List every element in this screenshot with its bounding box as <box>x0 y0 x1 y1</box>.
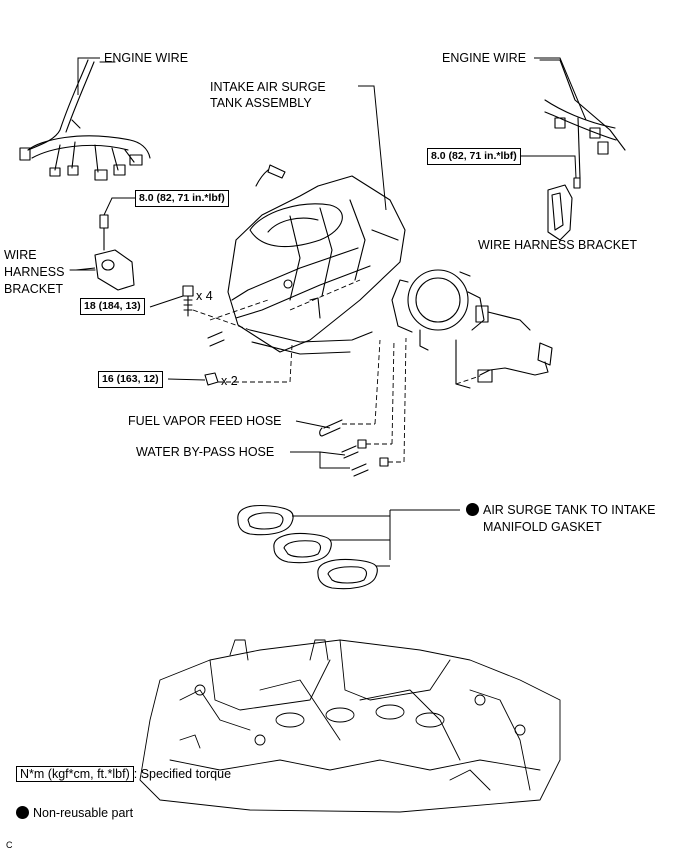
engine-wire-right-label: ENGINE WIRE <box>442 51 527 65</box>
engine-wire-right-part <box>539 59 626 179</box>
torque-box-nuts: 16 (163, 12) <box>98 371 163 388</box>
torque-legend: N*m (kgf*cm, ft.*lbf): Specified torque <box>16 766 232 782</box>
right-bracket-part <box>547 177 581 241</box>
torque-legend-desc: : Specified torque <box>133 767 232 781</box>
engine-wire-left-part <box>19 59 151 181</box>
gasket-1 <box>237 504 294 536</box>
nonreusable-legend: Non-reusable part <box>16 806 133 821</box>
torque-box-bolts: 18 (184, 13) <box>80 298 145 315</box>
intake-assembly-label-line1: INTAKE AIR SURGE <box>210 80 326 94</box>
pipe-left <box>207 331 225 347</box>
fuel-hose-part <box>319 419 343 437</box>
bolt-x4 <box>182 285 194 317</box>
nut-x2 <box>204 372 219 386</box>
sensor-wire-part <box>455 339 553 389</box>
gasket-label-line2: MANIFOLD GASKET <box>483 520 602 534</box>
left-bracket-part <box>69 214 135 291</box>
water-hose-a <box>341 445 359 459</box>
engine-wire-left-label: ENGINE WIRE <box>104 51 189 65</box>
intake-assembly-label-line2: TANK ASSEMBLY <box>210 96 312 110</box>
torque-box-right-bracket: 8.0 (82, 71 in.*lbf) <box>427 148 521 165</box>
torque-box-left-bracket: 8.0 (82, 71 in.*lbf) <box>135 190 229 207</box>
wire-harness-bracket-left-label-2: HARNESS <box>4 265 65 279</box>
torque-legend-unit: N*m (kgf*cm, ft.*lbf) <box>16 766 134 782</box>
engine-block-part <box>139 639 561 813</box>
water-bypass-hose-label: WATER BY-PASS HOSE <box>136 445 275 459</box>
gasket-label-text-1: AIR SURGE TANK TO INTAKE <box>483 503 656 517</box>
wire-harness-bracket-left-label-3: BRACKET <box>4 282 64 296</box>
gasket-3 <box>317 558 378 590</box>
wire-harness-bracket-left-label-1: WIRE <box>4 248 37 262</box>
nonreusable-dot-icon <box>466 503 479 516</box>
bolt-count-label: x 4 <box>196 289 213 303</box>
throttle-body-part <box>391 269 531 351</box>
nonreusable-legend-dot-icon <box>16 806 29 819</box>
water-hose-b <box>351 463 369 477</box>
surge-tank-part <box>227 164 406 355</box>
gasket-2 <box>273 532 332 564</box>
nonreusable-legend-text: Non-reusable part <box>33 806 134 820</box>
gasket-label-line1: AIR SURGE TANK TO INTAKE <box>466 503 656 518</box>
corner-code: C <box>6 840 13 850</box>
fuel-vapor-feed-hose-label: FUEL VAPOR FEED HOSE <box>128 414 282 428</box>
nut-count-label: x 2 <box>221 374 238 388</box>
wire-harness-bracket-right-label: WIRE HARNESS BRACKET <box>478 238 638 252</box>
